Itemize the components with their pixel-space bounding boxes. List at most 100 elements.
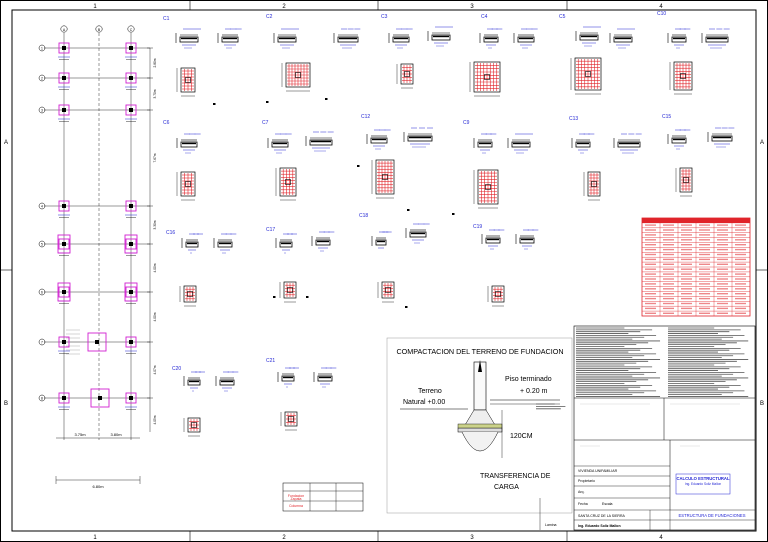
beam-section <box>613 133 642 154</box>
table-cell-fill <box>699 239 710 241</box>
drawing-line <box>579 34 599 41</box>
column-mark <box>129 108 133 112</box>
drawing-line <box>404 71 410 77</box>
frame-row-label: A <box>760 140 764 146</box>
detail-mark <box>306 296 309 298</box>
drawing-line <box>705 36 729 43</box>
drawing-line <box>711 135 733 142</box>
table-cell-fill <box>699 283 710 285</box>
table-cell-fill <box>699 278 710 280</box>
footing-outline <box>57 282 71 302</box>
drawing-line <box>185 77 191 83</box>
footing-outline <box>124 282 138 302</box>
drawing-line <box>185 241 199 248</box>
drawing-line <box>483 36 499 43</box>
table-cell-fill <box>681 253 692 256</box>
footing-plan-detail <box>179 285 197 307</box>
drawing-line <box>585 71 591 77</box>
table-cell-fill <box>681 312 692 314</box>
table-cell-fill <box>717 224 728 226</box>
row-bubble <box>38 338 46 346</box>
drawing-line <box>180 141 198 148</box>
table-cell-fill <box>735 297 746 300</box>
table-cell-fill <box>663 302 674 305</box>
detail-title: C19 <box>473 224 482 230</box>
drawing-line <box>187 379 201 386</box>
frame-col-label: 3 <box>470 4 474 10</box>
table-cell-fill <box>645 302 656 305</box>
table-cell-fill <box>663 229 674 231</box>
detail-mark <box>273 296 276 298</box>
table-cell-fill <box>645 234 656 236</box>
drawing-line <box>517 36 535 43</box>
row-bubble-label: 1 <box>41 46 43 50</box>
frame-col-label: 1 <box>93 535 97 541</box>
legend-row: Zapata <box>291 497 302 501</box>
axis-bubble-label: C <box>130 28 133 32</box>
footing-outline <box>58 336 70 348</box>
table-cell-fill <box>699 268 710 270</box>
drawing-line <box>409 231 427 238</box>
drawing-line <box>309 139 333 146</box>
table-cell-fill <box>699 307 710 310</box>
table-cell-fill <box>681 278 692 280</box>
footing-plan-detail <box>279 281 297 303</box>
footing-plan-detail <box>280 411 298 431</box>
beam-section <box>366 129 391 150</box>
drawing-line <box>431 34 451 41</box>
footing-outline <box>125 336 137 348</box>
column-mark <box>62 290 66 294</box>
row-bubble-label: 6 <box>41 290 43 294</box>
row-bubble <box>38 106 46 114</box>
beam-section <box>183 371 205 392</box>
detail-title: C1 <box>163 16 170 22</box>
compaction-title: COMPACTACION DEL TERRENO DE FUNDACION <box>396 347 563 356</box>
footing-outline <box>125 238 137 250</box>
footing-outline <box>57 234 71 254</box>
table-cell-fill <box>717 239 728 241</box>
beam-section <box>176 133 201 154</box>
detail-title: C18 <box>359 213 368 219</box>
table-cell-fill <box>663 234 674 236</box>
footing-plan-detail <box>176 171 196 201</box>
drawing-line <box>219 379 235 386</box>
table-cell-fill <box>699 312 710 314</box>
detail-title: C5 <box>559 14 566 20</box>
table-cell-fill <box>663 297 674 300</box>
footing-plan-detail <box>281 62 311 92</box>
table-cell-fill <box>681 224 692 226</box>
table-cell-fill <box>717 253 728 256</box>
drawing-line <box>375 239 387 246</box>
table-cell-fill <box>681 297 692 300</box>
table-cell-fill <box>699 263 710 265</box>
legend-table: Fundacion Zapata Columna <box>282 482 364 512</box>
footing-plan-detail <box>469 61 501 97</box>
ground-label: Terreno <box>418 388 442 395</box>
column-mark <box>98 396 102 400</box>
table-cell-fill <box>717 273 728 275</box>
drawing-line <box>392 36 410 43</box>
table-cell-fill <box>735 273 746 275</box>
table-cell-fill <box>681 273 692 275</box>
table-cell-fill <box>681 234 692 236</box>
table-cell-fill <box>717 297 728 300</box>
table-cell-fill <box>699 297 710 300</box>
floor-level: + 0.20 m <box>520 388 548 395</box>
drawing-line <box>337 36 359 43</box>
beam-section <box>575 26 601 47</box>
transfer-label: TRANSFERENCIA DE <box>480 473 551 480</box>
footing-plan-detail <box>176 67 196 97</box>
table-cell-fill <box>717 248 728 251</box>
sheet-label: Lamina <box>545 523 557 527</box>
table-cell-fill <box>645 268 656 270</box>
detail-mark <box>325 98 328 100</box>
table-cell-fill <box>645 258 656 261</box>
table-cell-fill <box>681 248 692 251</box>
detail-mark <box>405 306 408 308</box>
table-cell-fill <box>717 263 728 265</box>
footing-plan-detail <box>183 417 201 437</box>
drawing-line <box>288 416 294 422</box>
drawing-line <box>575 141 591 148</box>
